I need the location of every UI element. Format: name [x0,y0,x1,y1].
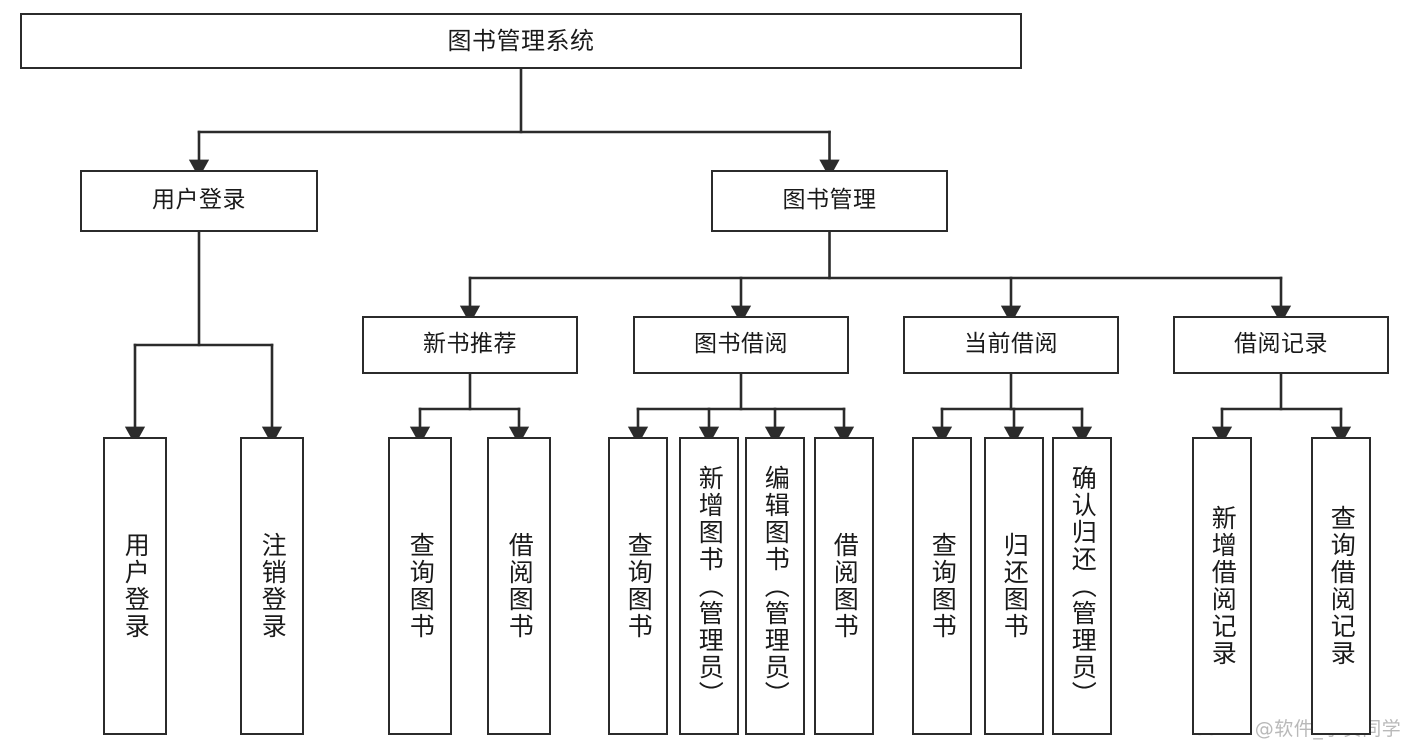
node-label-leaf-return-book: 归还图书 [1000,532,1030,640]
node-label-new-book-rec: 新书推荐 [423,331,517,358]
node-label-leaf-query-book-1: 查询图书 [406,532,436,640]
node-leaf-add-book[interactable]: 新增图书（管理员） [679,437,739,735]
node-label-root: 图书管理系统 [447,26,595,55]
node-root[interactable]: 图书管理系统 [20,13,1022,69]
node-borrow-record[interactable]: 借阅记录 [1173,316,1389,374]
node-label-leaf-add-record: 新增借阅记录 [1208,505,1238,667]
node-label-current-borrow: 当前借阅 [964,331,1058,358]
node-label-leaf-query-record: 查询借阅记录 [1327,505,1357,667]
node-label-leaf-query-book-3: 查询图书 [928,532,958,640]
node-user-login[interactable]: 用户登录 [80,170,318,232]
node-label-leaf-confirm-return: 确认归还（管理员） [1068,464,1098,708]
node-leaf-add-record[interactable]: 新增借阅记录 [1192,437,1252,735]
node-label-leaf-query-book-2: 查询图书 [624,532,654,640]
node-label-borrow-record: 借阅记录 [1234,331,1328,358]
node-label-book-mgmt: 图书管理 [782,187,877,214]
node-leaf-borrow-book-2[interactable]: 借阅图书 [814,437,874,735]
node-leaf-query-book-3[interactable]: 查询图书 [912,437,972,735]
node-label-leaf-edit-book: 编辑图书（管理员） [761,464,791,708]
node-leaf-user-login[interactable]: 用户登录 [103,437,167,735]
node-label-leaf-user-login: 用户登录 [121,532,151,640]
node-leaf-edit-book[interactable]: 编辑图书（管理员） [745,437,805,735]
node-leaf-confirm-return[interactable]: 确认归还（管理员） [1052,437,1112,735]
node-label-leaf-borrow-book-2: 借阅图书 [830,532,860,640]
node-label-book-borrow: 图书借阅 [694,331,788,358]
node-new-book-rec[interactable]: 新书推荐 [362,316,578,374]
node-leaf-user-logout[interactable]: 注销登录 [240,437,304,735]
node-leaf-query-book-2[interactable]: 查询图书 [608,437,668,735]
node-leaf-borrow-book-1[interactable]: 借阅图书 [487,437,551,735]
node-label-leaf-user-logout: 注销登录 [258,532,288,640]
node-current-borrow[interactable]: 当前借阅 [903,316,1119,374]
node-label-leaf-borrow-book-1: 借阅图书 [505,532,535,640]
node-leaf-query-record[interactable]: 查询借阅记录 [1311,437,1371,735]
node-leaf-return-book[interactable]: 归还图书 [984,437,1044,735]
node-book-borrow[interactable]: 图书借阅 [633,316,849,374]
node-leaf-query-book-1[interactable]: 查询图书 [388,437,452,735]
node-book-mgmt[interactable]: 图书管理 [711,170,948,232]
node-label-user-login: 用户登录 [152,187,246,214]
node-label-leaf-add-book: 新增图书（管理员） [695,464,725,708]
